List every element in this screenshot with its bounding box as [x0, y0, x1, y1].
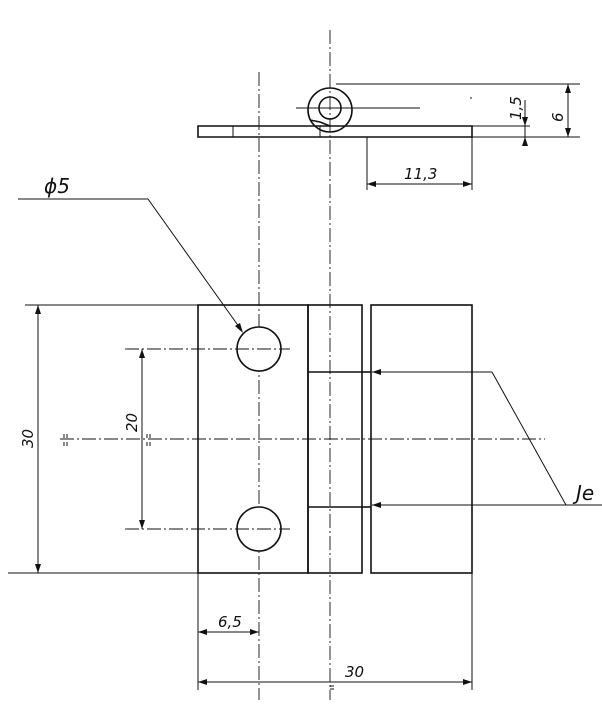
dim-hole-offset: 6,5	[218, 613, 242, 631]
dim-leaf-thickness: 1,5	[507, 96, 525, 120]
gap-callout-label: Je	[572, 481, 594, 505]
front-view: ϕ5 30 20 6,5 30 Je	[8, 174, 602, 690]
diameter-leader	[147, 198, 243, 332]
dim-height: 30	[19, 429, 37, 448]
dim-hole-diameter: ϕ5	[44, 174, 70, 198]
dim-hole-spacing: 20	[123, 413, 141, 432]
dim-width: 30	[345, 663, 364, 681]
dim-leaf-length: 11,3	[404, 165, 437, 183]
gap-leader-top	[491, 371, 567, 506]
dim-knuckle-height: 6	[549, 112, 567, 122]
top-leaf-hidden-lines	[232, 126, 321, 137]
top-view: 6 1,5 11,3	[197, 30, 580, 700]
knuckle-leaf-joint	[309, 119, 331, 127]
